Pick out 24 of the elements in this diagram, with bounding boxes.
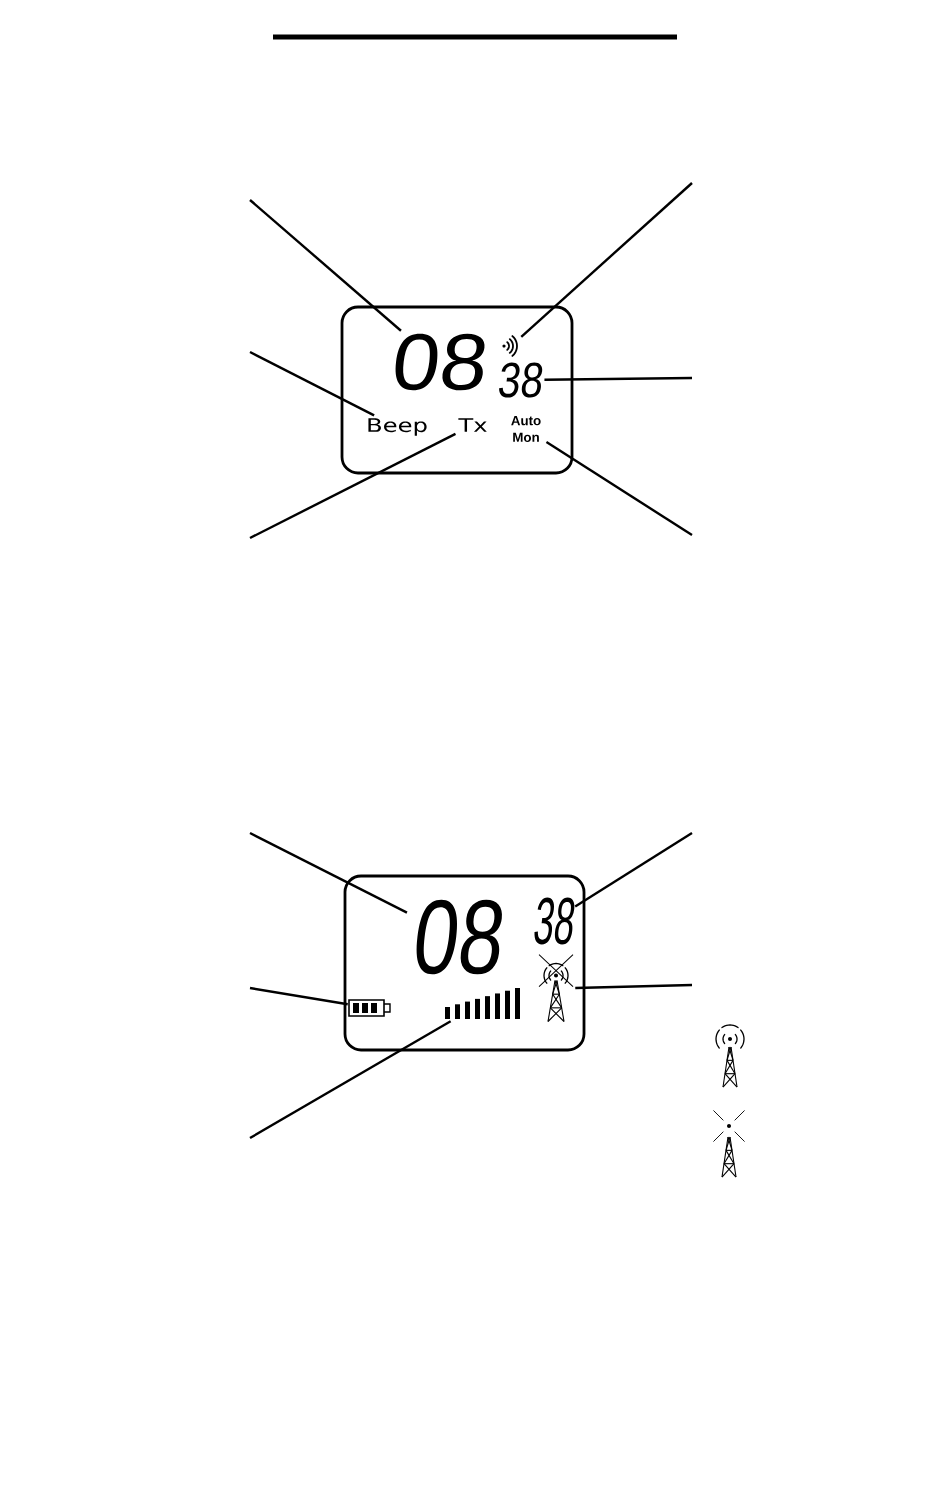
lcd-screen — [343, 874, 586, 1052]
digit-readout: 08 — [395, 333, 485, 391]
leader-line — [249, 831, 408, 914]
leader-line — [249, 350, 375, 417]
digit-readout: 38 — [534, 897, 575, 945]
leader-line — [575, 983, 693, 990]
battery-icon — [348, 999, 391, 1017]
leader-line — [544, 376, 693, 381]
tower-icon — [538, 954, 574, 1023]
leader-line — [574, 832, 693, 908]
leader-line — [249, 199, 402, 332]
leader-line — [249, 1020, 452, 1140]
signal-bars-icon — [445, 988, 520, 1019]
digit-readout: 38 — [499, 362, 543, 398]
lcd-screen — [340, 305, 574, 475]
indicator-text: Tx — [458, 418, 487, 432]
leader-line — [249, 986, 348, 1006]
leader-line — [545, 441, 693, 537]
indicator-text: Beep — [368, 418, 427, 436]
leader-line — [249, 432, 457, 540]
digit-readout: 08 — [416, 899, 502, 975]
indicator-text: Auto Mon — [511, 416, 541, 442]
leader-line — [520, 182, 693, 338]
sound-wave-icon — [502, 335, 518, 357]
